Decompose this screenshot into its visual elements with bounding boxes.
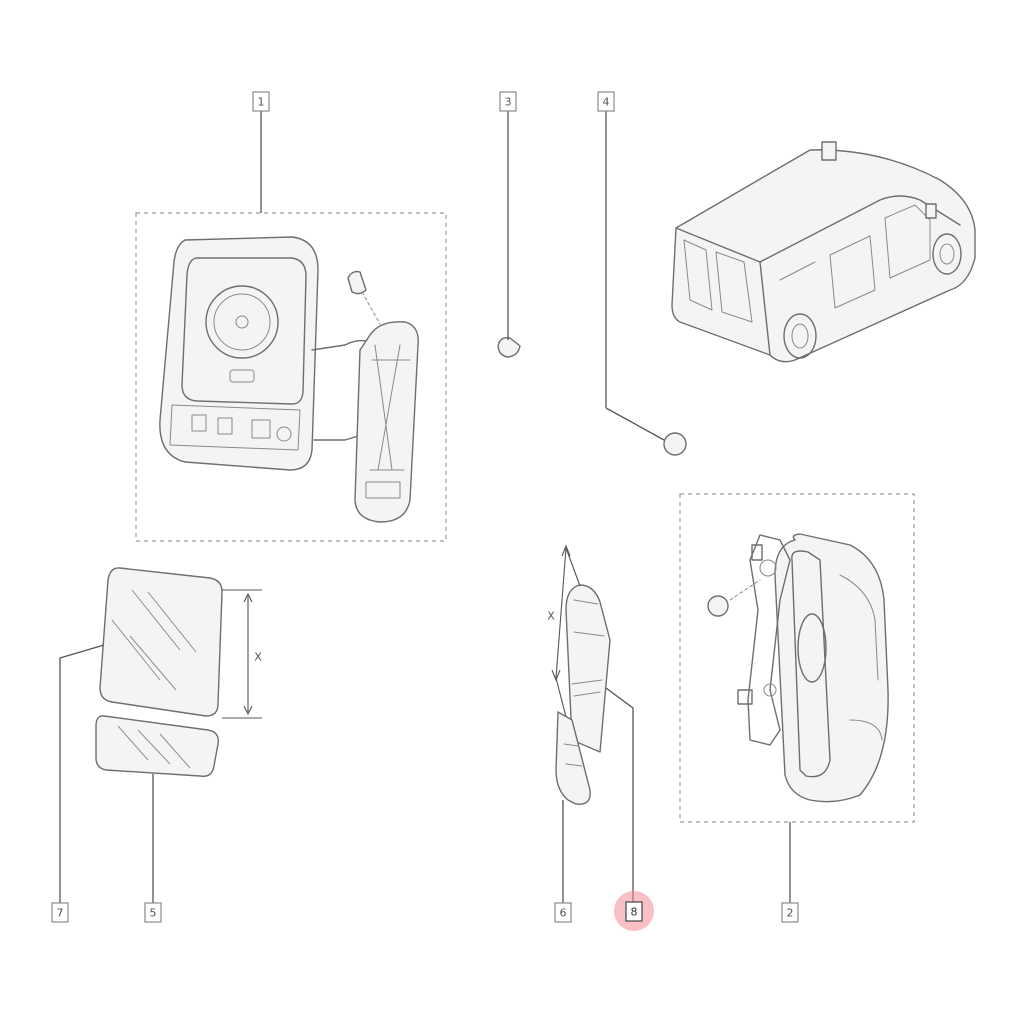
cap-part-4-drawing (663, 432, 687, 456)
van-illustration (671, 141, 976, 363)
side-glass-part-8-drawing (551, 544, 611, 753)
mirror-glass-part-7-drawing (99, 567, 262, 719)
clip-part-3-drawing (497, 336, 521, 358)
mirror-assembly-drawing (159, 236, 419, 523)
callout-5[interactable]: 5 (144, 902, 162, 923)
callout-6-label: 6 (560, 907, 567, 920)
callout-4[interactable]: 4 (597, 91, 615, 112)
callout-7[interactable]: 7 (51, 902, 69, 923)
callout-4-label: 4 (603, 96, 610, 109)
leader-7 (59, 644, 105, 903)
side-lower-glass-part-6-drawing (555, 711, 591, 805)
callout-5-label: 5 (150, 907, 157, 920)
callout-3[interactable]: 3 (499, 91, 517, 112)
group-box-mirror-assembly-rh (679, 493, 915, 823)
dimension-label-mirror-glass: X (254, 651, 262, 664)
leader-8 (605, 687, 634, 903)
callout-1[interactable]: 1 (252, 91, 270, 112)
lower-glass-part-5-drawing (95, 715, 219, 777)
callout-7-label: 7 (57, 907, 64, 920)
callout-6[interactable]: 6 (554, 902, 572, 923)
leader-4b (605, 407, 665, 441)
callout-1-label: 1 (258, 96, 265, 109)
callout-2-label: 2 (787, 907, 794, 920)
callout-8-label: 8 (631, 906, 638, 919)
callout-8[interactable]: 8 (625, 901, 643, 922)
mirror-assembly-rh-drawing (707, 533, 889, 803)
callout-2[interactable]: 2 (781, 902, 799, 923)
group-box-mirror-assembly (135, 212, 447, 542)
callout-3-label: 3 (505, 96, 512, 109)
dimension-label-side-glass: X (547, 610, 555, 623)
